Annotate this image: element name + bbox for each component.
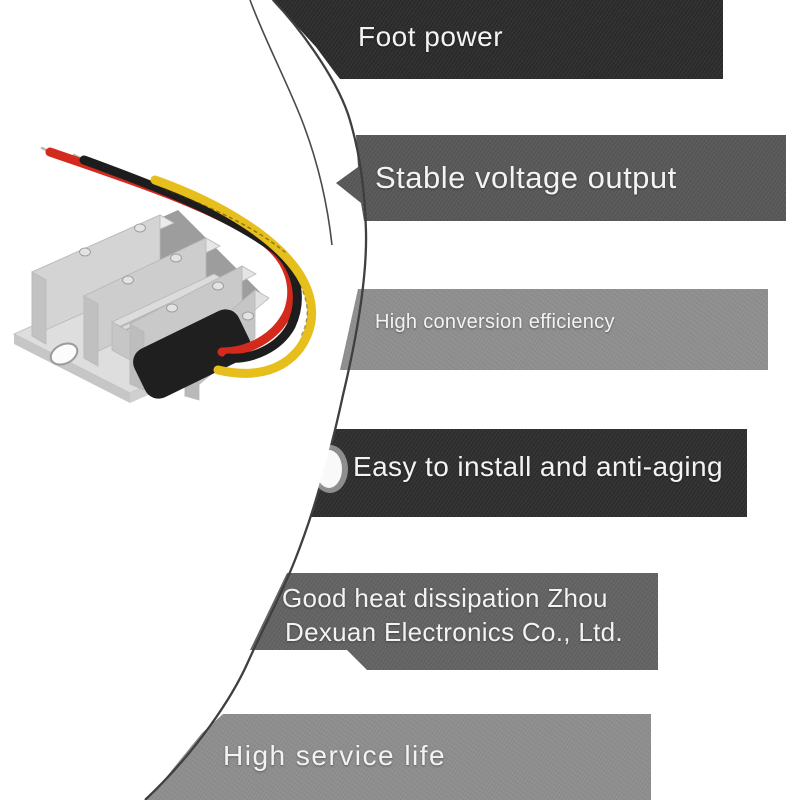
- banner-label: High service life: [223, 740, 447, 771]
- bare-tip-red: [40, 146, 54, 155]
- banner-label: Foot power: [358, 20, 504, 52]
- wire-print-marks-2: [299, 284, 308, 339]
- banner-label: Easy to install and anti-aging: [353, 451, 723, 482]
- banner-label: Good heat dissipation Zhou Dexuan Electr…: [282, 581, 623, 649]
- ring-arc-main: [144, 0, 368, 800]
- mounting-hole: [49, 342, 79, 366]
- bare-tip-black: [72, 153, 86, 162]
- heatsink-fins: [31, 214, 270, 401]
- banner-label: Stable voltage output: [375, 160, 677, 195]
- rivets: [79, 223, 254, 341]
- banner-foot-power: Foot power: [272, 0, 723, 79]
- banner-stable-voltage-output: Stable voltage output: [336, 135, 786, 221]
- wires: [40, 146, 317, 378]
- wire-black: [79, 155, 302, 363]
- wire-print-marks: [164, 189, 286, 253]
- banner-label: High conversion efficiency: [375, 311, 615, 333]
- wire-red: [45, 147, 297, 357]
- banner-easy-to-install: Easy to install and anti-aging: [310, 429, 747, 517]
- mounting-flange: [12, 280, 252, 403]
- banner-good-heat-dissipation: Good heat dissipation Zhou Dexuan Electr…: [250, 573, 658, 670]
- wire-yellow: [150, 175, 317, 378]
- banner-high-conversion-efficiency: High conversion efficiency: [340, 289, 768, 370]
- banner-label-line2: Dexuan Electronics Co., Ltd.: [285, 617, 623, 647]
- heatsink-base: [50, 210, 268, 360]
- banner-label-line1: Good heat dissipation Zhou: [282, 583, 608, 613]
- center-block: [111, 273, 233, 361]
- banner-high-service-life: High service life: [145, 714, 651, 800]
- wire-boot: [133, 309, 251, 399]
